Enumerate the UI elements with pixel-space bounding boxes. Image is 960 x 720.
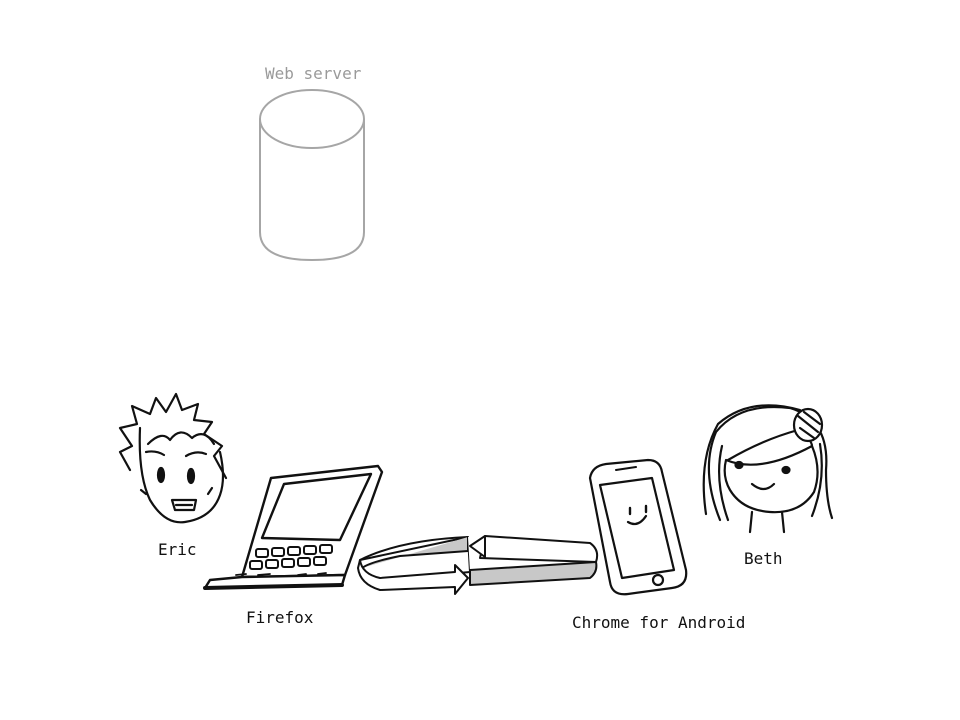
phone-icon xyxy=(588,458,688,596)
sync-arrows-icon xyxy=(357,535,599,595)
web-server-label: Web server xyxy=(265,64,362,83)
beth-face-icon xyxy=(702,404,834,534)
database-icon xyxy=(259,89,365,262)
eric-face-icon xyxy=(118,392,228,524)
chrome-for-android-label: Chrome for Android xyxy=(572,613,746,632)
laptop-icon xyxy=(203,464,384,590)
firefox-label: Firefox xyxy=(246,608,314,627)
eric-label: Eric xyxy=(158,540,197,559)
beth-label: Beth xyxy=(744,549,783,568)
